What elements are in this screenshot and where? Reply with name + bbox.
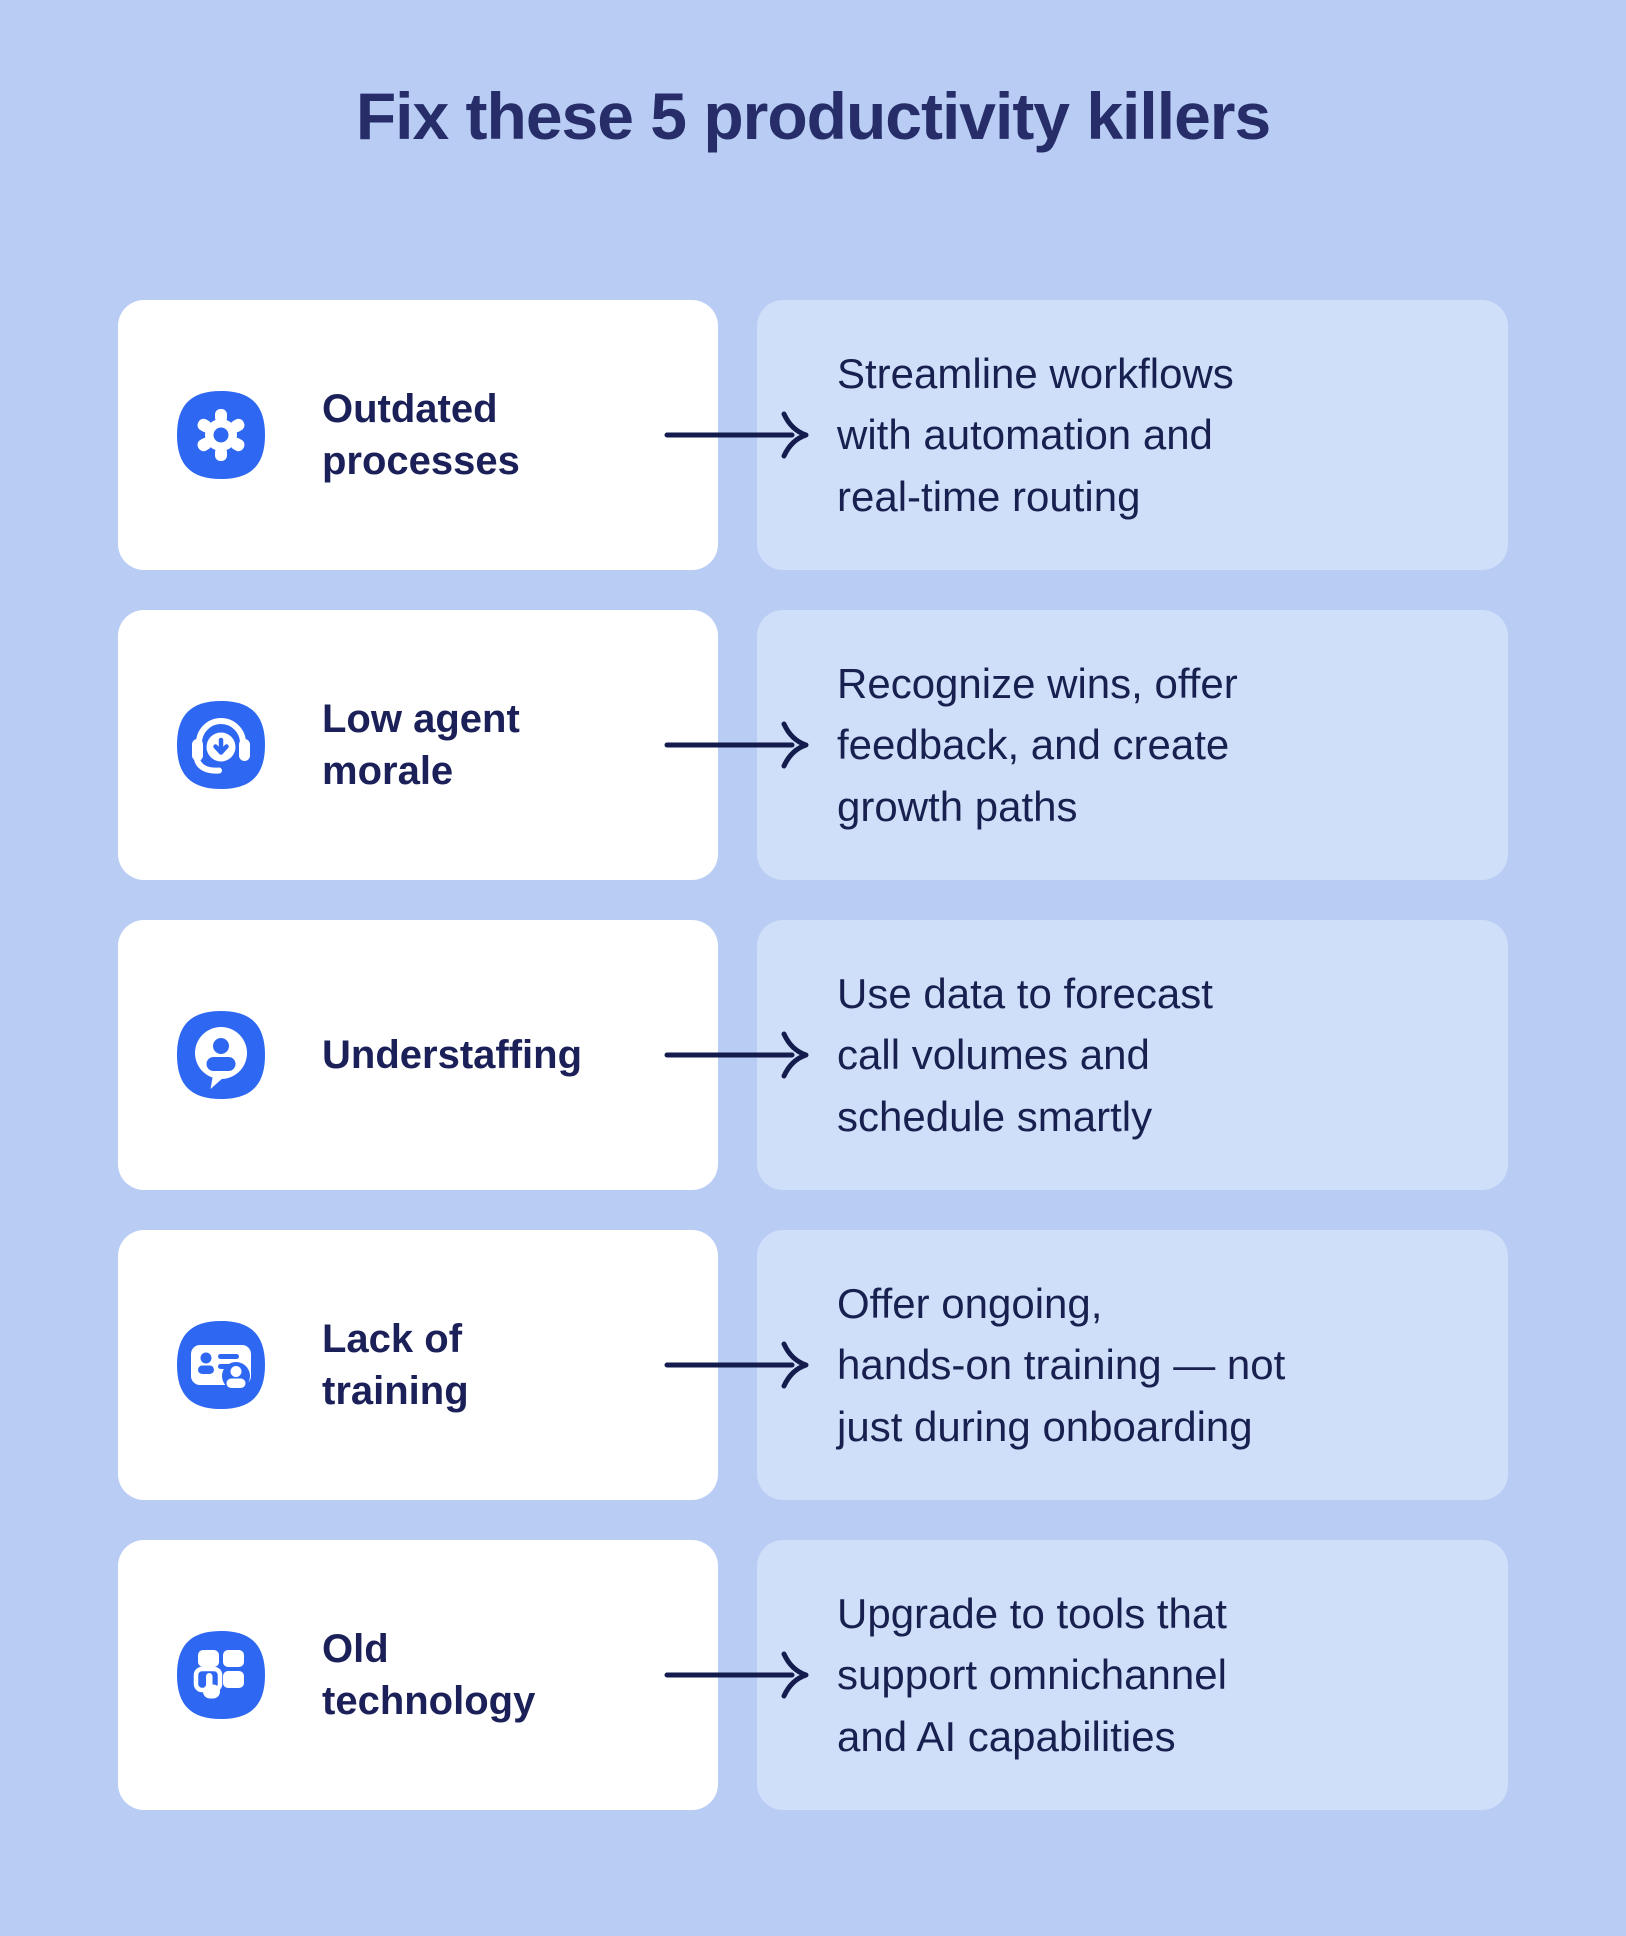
page-title: Fix these 5 productivity killers xyxy=(355,79,1271,153)
arrow-right-icon xyxy=(664,411,809,459)
problem-label: Old technology xyxy=(322,1627,536,1723)
solution-text: Recognize wins, offer feedback, and crea… xyxy=(837,660,1238,830)
problem-card: Old technology xyxy=(118,1540,718,1810)
solution-text: Offer ongoing, hands-on training — not j… xyxy=(837,1280,1286,1450)
problem-card: Lack of training xyxy=(118,1230,718,1500)
headset-download-icon xyxy=(177,701,265,789)
problem-label: Low agent morale xyxy=(322,697,520,793)
solution-text: Upgrade to tools that support omnichanne… xyxy=(837,1590,1227,1760)
person-chat-bubble-icon xyxy=(177,1011,265,1099)
arrow-right-icon xyxy=(664,1341,809,1389)
problem-label: Outdated processes xyxy=(322,387,520,483)
row-low-agent-morale: Low agent morale Recognize wins, offer f… xyxy=(118,610,1508,880)
problem-card: Low agent morale xyxy=(118,610,718,880)
solution-text: Use data to forecast call volumes and sc… xyxy=(837,970,1213,1140)
arrow-right-icon xyxy=(664,721,809,769)
arrow-right-icon xyxy=(664,1651,809,1699)
problem-label: Understaffing xyxy=(322,1033,582,1077)
solution-card: Use data to forecast call volumes and sc… xyxy=(757,920,1508,1190)
solution-card: Recognize wins, offer feedback, and crea… xyxy=(757,610,1508,880)
row-outdated-processes: Outdated processes Streamline workflows … xyxy=(118,300,1508,570)
row-lack-of-training: Lack of training Offer ongoing, hands-on… xyxy=(118,1230,1508,1500)
grid-tap-icon xyxy=(177,1631,265,1719)
solution-text: Streamline workflows with automation and… xyxy=(837,350,1234,520)
problem-card: Outdated processes xyxy=(118,300,718,570)
arrow-right-icon xyxy=(664,1031,809,1079)
problem-card: Understaffing xyxy=(118,920,718,1190)
gear-icon xyxy=(177,391,265,479)
id-card-person-icon xyxy=(177,1321,265,1409)
solution-card: Upgrade to tools that support omnichanne… xyxy=(757,1540,1508,1810)
row-old-technology: Old technology Upgrade to tools that sup… xyxy=(118,1540,1508,1810)
row-understaffing: Understaffing Use data to forecast call … xyxy=(118,920,1508,1190)
problem-label: Lack of training xyxy=(322,1317,469,1413)
rows-container: Outdated processes Streamline workflows … xyxy=(118,300,1508,1850)
solution-card: Streamline workflows with automation and… xyxy=(757,300,1508,570)
solution-card: Offer ongoing, hands-on training — not j… xyxy=(757,1230,1508,1500)
